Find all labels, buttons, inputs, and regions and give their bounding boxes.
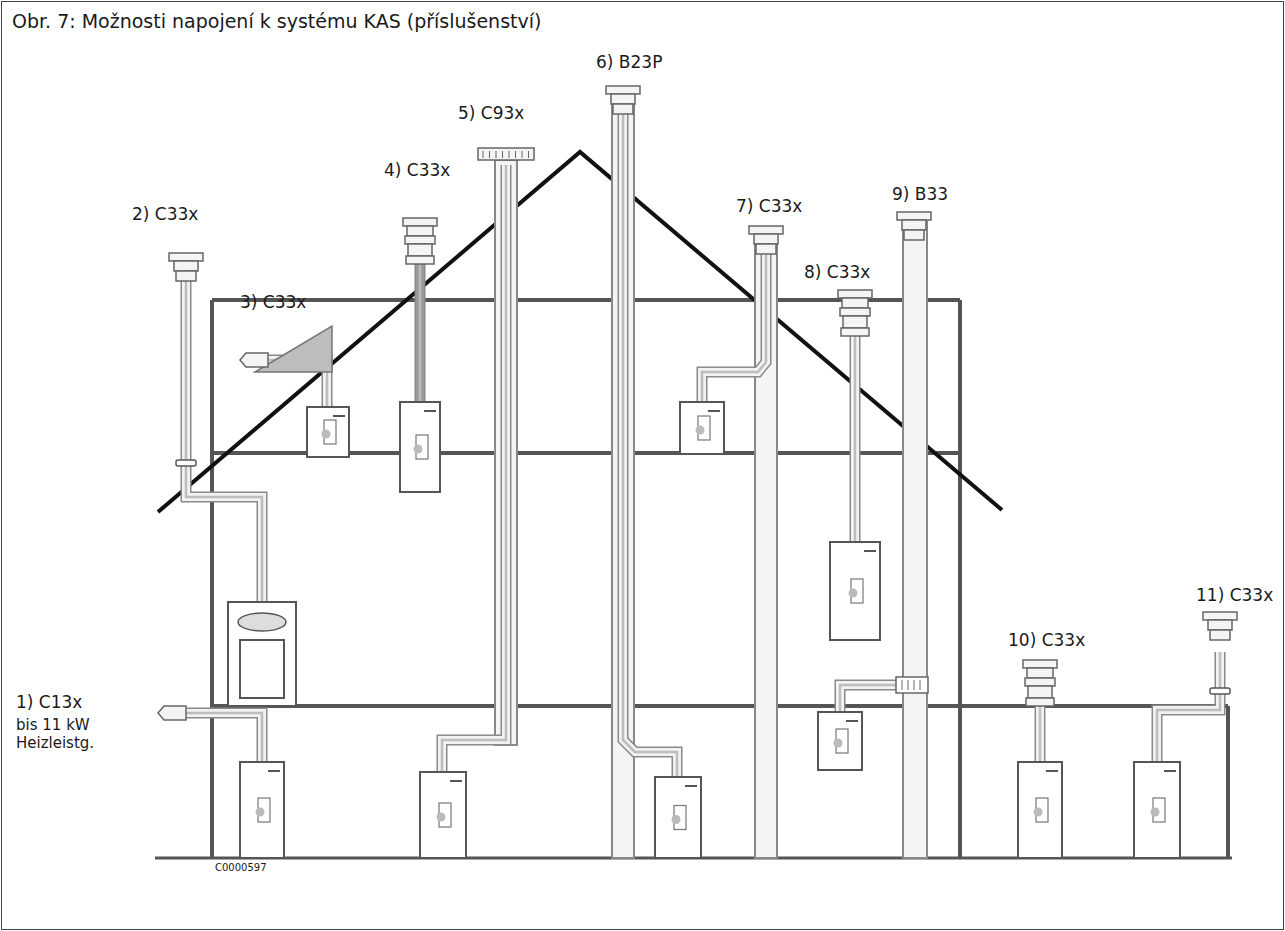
callout-label: 6) B23P	[596, 52, 662, 72]
flue-pipe	[186, 275, 262, 602]
note: bis 11 kW Heizleistg.	[16, 716, 126, 752]
flue-pipe	[1035, 702, 1046, 762]
grille-terminal	[478, 148, 534, 160]
boiler-unit	[307, 407, 349, 457]
flue-pipe	[186, 275, 262, 602]
flue-pipe	[1157, 652, 1220, 762]
callout-label: 1) C13x	[16, 692, 82, 712]
flue-pipe	[854, 330, 857, 542]
flue-pipe	[702, 245, 766, 402]
callout-label: 4) C33x	[384, 160, 450, 180]
roof-terminal	[1023, 660, 1057, 706]
boiler-unit	[400, 402, 440, 492]
callout-label: 5) C93x	[458, 103, 524, 123]
grille-slot	[914, 680, 915, 690]
flue-pipe	[442, 165, 506, 772]
flue-pipe	[182, 713, 262, 762]
boiler-unit	[818, 712, 862, 770]
roof-terminal	[838, 290, 872, 336]
flue-pipe	[840, 685, 900, 712]
flue-pipe	[1036, 702, 1044, 762]
roof	[158, 152, 1002, 512]
flue-pipe	[416, 262, 424, 402]
flue-pipe	[840, 685, 900, 712]
building	[155, 86, 1237, 858]
wall	[958, 300, 962, 858]
roof-terminal	[749, 226, 783, 254]
flue-pipe	[702, 245, 766, 402]
grille-slot	[908, 680, 909, 690]
flue-pipe	[840, 685, 900, 712]
pipe-clamp	[1210, 688, 1230, 694]
flue-pipe	[182, 713, 262, 762]
chimney-shaft	[903, 222, 927, 858]
callout-label: 9) B33	[892, 184, 948, 204]
flue-pipe	[442, 165, 506, 772]
wall	[1226, 706, 1230, 858]
flue-pipe	[623, 105, 677, 777]
callout-label: 10) C33x	[1008, 630, 1085, 650]
flue-pipe	[186, 275, 262, 602]
callout-label: 11) C33x	[1196, 585, 1273, 605]
roof-terminal	[169, 253, 203, 281]
wall	[210, 300, 214, 858]
flue-pipe	[702, 245, 766, 402]
boiler-unit	[240, 762, 284, 858]
flue-pipe	[182, 713, 262, 762]
flue-pipe	[442, 165, 506, 772]
callout-label: 2) C33x	[132, 204, 198, 224]
flue-pipe	[851, 330, 859, 542]
boiler-unit	[1018, 762, 1062, 858]
figure-title: Obr. 7: Možnosti napojení k systému KAS …	[12, 10, 541, 33]
boiler-unit	[830, 542, 880, 640]
flue-pipe	[850, 330, 861, 542]
wall-grille	[896, 677, 928, 693]
flue-pipe	[1157, 652, 1220, 762]
boiler-unit	[420, 772, 466, 858]
flue-pipe	[415, 262, 426, 402]
grille-slot	[902, 680, 903, 690]
roof-terminal	[1203, 612, 1237, 640]
wall-terminal	[158, 706, 186, 720]
drawing-code: C0000597	[215, 862, 267, 874]
flue-pipe	[1157, 652, 1220, 762]
callout-label: 8) C33x	[804, 262, 870, 282]
flue-pipe	[623, 105, 677, 777]
roof-terminal	[897, 212, 931, 240]
grille-slot	[920, 680, 921, 690]
flue-pipe	[623, 105, 677, 777]
roof-terminal	[403, 218, 437, 264]
pipe-clamp	[176, 460, 196, 466]
wall-terminal	[240, 353, 268, 367]
callout-label: 3) C33x	[240, 292, 306, 312]
roof-terminal	[606, 86, 640, 114]
boiler-unit	[1134, 762, 1180, 858]
flue-pipe	[1039, 702, 1042, 762]
boiler-unit	[655, 777, 701, 858]
boiler-unit	[680, 402, 724, 454]
floor-boiler	[228, 602, 296, 706]
floor	[212, 704, 1228, 708]
flue-pipe	[419, 262, 422, 402]
callout-label: 7) C33x	[736, 196, 802, 216]
